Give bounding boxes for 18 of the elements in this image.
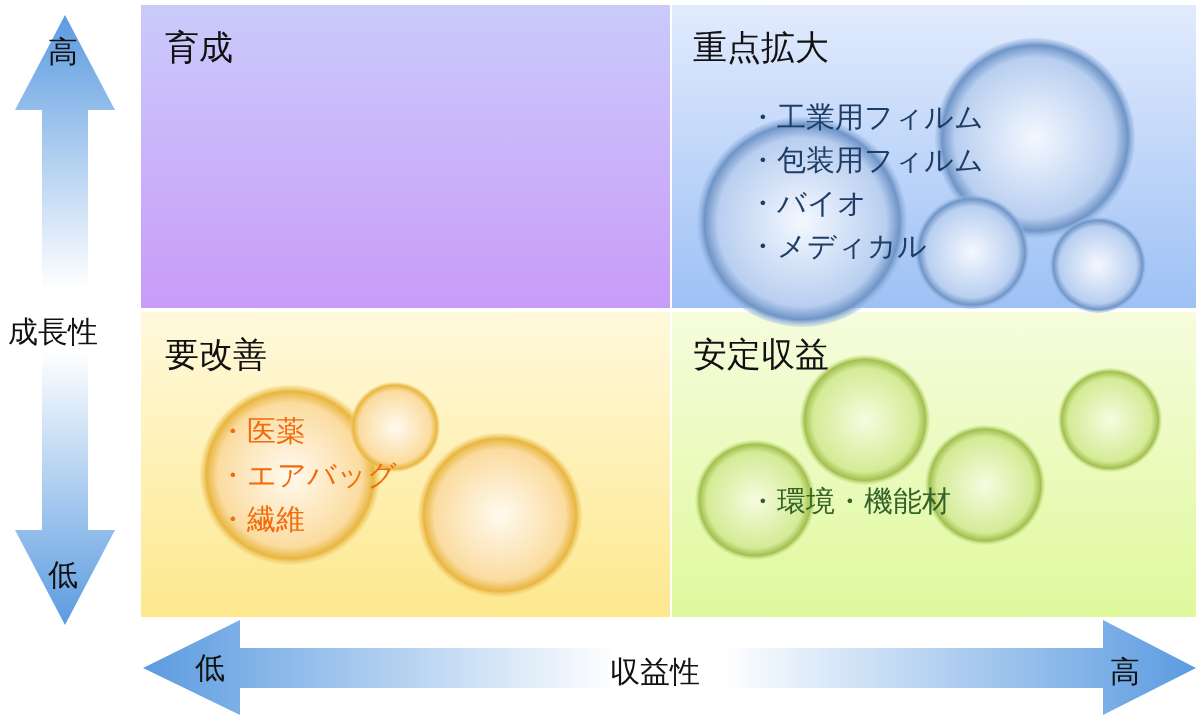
list-item: ・医薬: [218, 413, 305, 450]
axis-end-label: 高: [48, 33, 78, 71]
list-item: ・工業用フィルム: [748, 99, 984, 136]
list-item: ・メディカル: [748, 228, 927, 265]
list-item: ・繊維: [218, 501, 305, 538]
axis-end-label: 低: [195, 649, 225, 687]
quadrant-heading: 安定収益: [693, 333, 829, 376]
quadrant-heading: 重点拡大: [693, 26, 829, 69]
list-item: ・環境・機能材: [748, 483, 951, 520]
quadrant-heading: 育成: [165, 26, 233, 69]
list-item: ・包装用フィルム: [748, 142, 984, 179]
axis-title: 収益性: [610, 653, 700, 691]
list-item: ・バイオ: [748, 185, 867, 222]
axis-end-label: 低: [48, 556, 78, 594]
axis-end-label: 高: [1110, 653, 1140, 691]
quadrant-heading: 要改善: [165, 333, 267, 376]
axis-title: 成長性: [8, 313, 98, 351]
quadrant-panel: [141, 5, 670, 308]
